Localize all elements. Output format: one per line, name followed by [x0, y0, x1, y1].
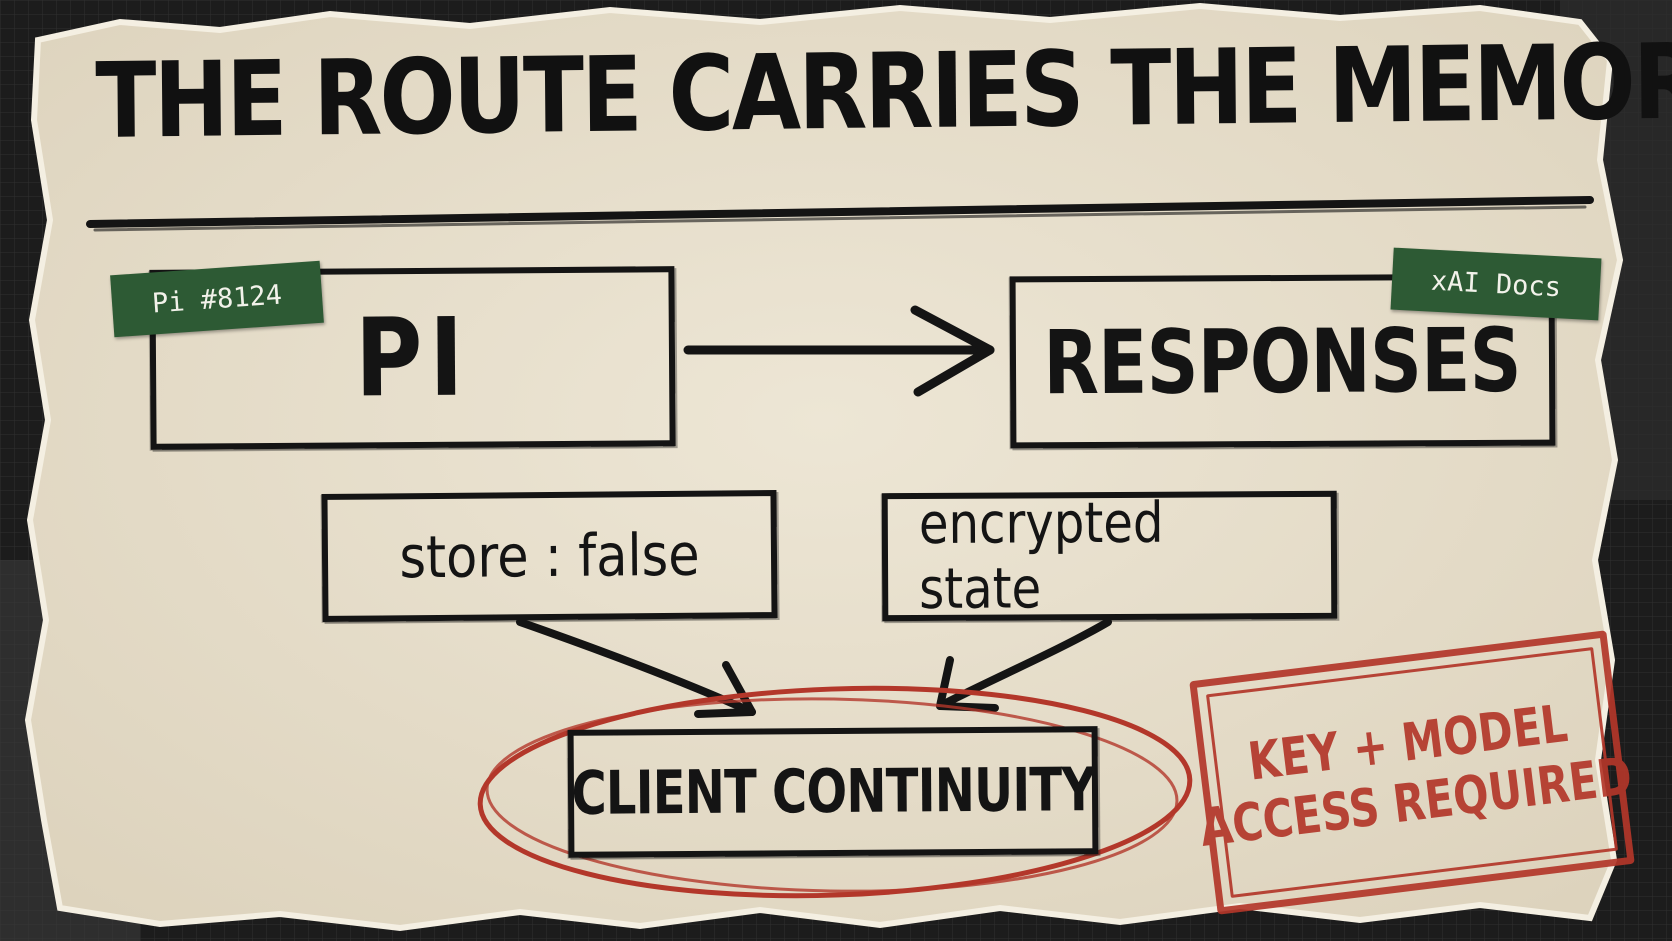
responses-node-label: RESPONSES: [1043, 308, 1522, 414]
store-false-label: store : false: [399, 520, 700, 592]
client-highlight-ellipse: [477, 685, 1193, 899]
client-continuity-label: CLIENT CONTINUITY: [570, 755, 1096, 829]
encrypted-state-node: encrypted state: [881, 490, 1338, 622]
arrow-head-responses: [910, 305, 995, 397]
pi-node-label: PI: [354, 295, 471, 421]
xai-docs-tag-tape: xAI Docs: [1390, 247, 1602, 321]
encrypted-state-label: encrypted state: [918, 490, 1164, 622]
store-false-node: store : false: [321, 490, 778, 622]
page-title: THE ROUTE CARRIES THE MEMORY: [95, 19, 1672, 162]
arrow-encrypted-to-client: [936, 618, 1112, 710]
client-continuity-node: CLIENT CONTINUITY: [567, 726, 1099, 858]
